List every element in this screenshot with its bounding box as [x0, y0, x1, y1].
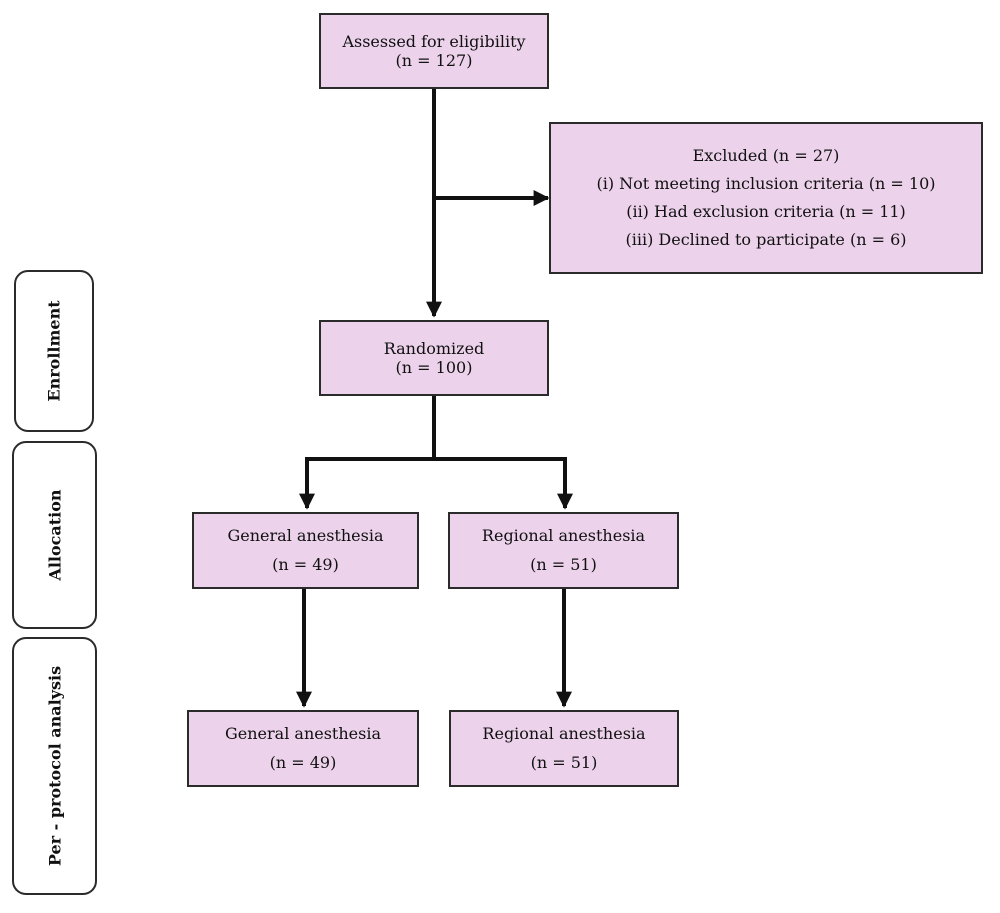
regional-analysis-title: Regional anesthesia: [482, 723, 646, 743]
randomized-title: Randomized: [383, 338, 485, 358]
excluded-reason: (iii) Declined to participate (n = 6): [625, 230, 907, 249]
general-analysis-count: (n = 49): [269, 752, 337, 772]
general-allocation-title: General anesthesia: [227, 525, 384, 545]
regional-analysis-count: (n = 51): [530, 752, 598, 772]
randomized-count: (n = 100): [395, 358, 473, 377]
excluded-reason: (ii) Had exclusion criteria (n = 11): [626, 202, 906, 221]
phase-per-protocol: Per - protocol analysis: [12, 637, 97, 895]
excluded-reason: (i) Not meeting inclusion criteria (n = …: [596, 174, 936, 193]
assessed-count: (n = 127): [395, 51, 473, 70]
regional-allocation-title: Regional anesthesia: [481, 525, 646, 545]
assessed-title: Assessed for eligibility: [342, 31, 526, 51]
box-regional-analysis: Regional anesthesia (n = 51): [449, 710, 679, 787]
box-general-analysis: General anesthesia (n = 49): [187, 710, 419, 787]
box-regional-allocation: Regional anesthesia (n = 51): [448, 512, 679, 589]
excluded-title: Excluded (n = 27): [692, 146, 840, 165]
connector-split: [305, 457, 573, 510]
phase-allocation: Allocation: [12, 441, 97, 629]
box-general-allocation: General anesthesia (n = 49): [192, 512, 419, 589]
regional-allocation-count: (n = 51): [530, 554, 597, 574]
box-randomized: Randomized (n = 100): [319, 320, 549, 396]
box-assessed: Assessed for eligibility (n = 127): [319, 13, 549, 89]
general-allocation-count: (n = 49): [272, 554, 339, 574]
general-analysis-title: General anesthesia: [224, 723, 381, 743]
box-excluded: Excluded (n = 27) (i) Not meeting inclus…: [549, 122, 983, 274]
phase-enrollment: Enrollment: [14, 270, 94, 432]
